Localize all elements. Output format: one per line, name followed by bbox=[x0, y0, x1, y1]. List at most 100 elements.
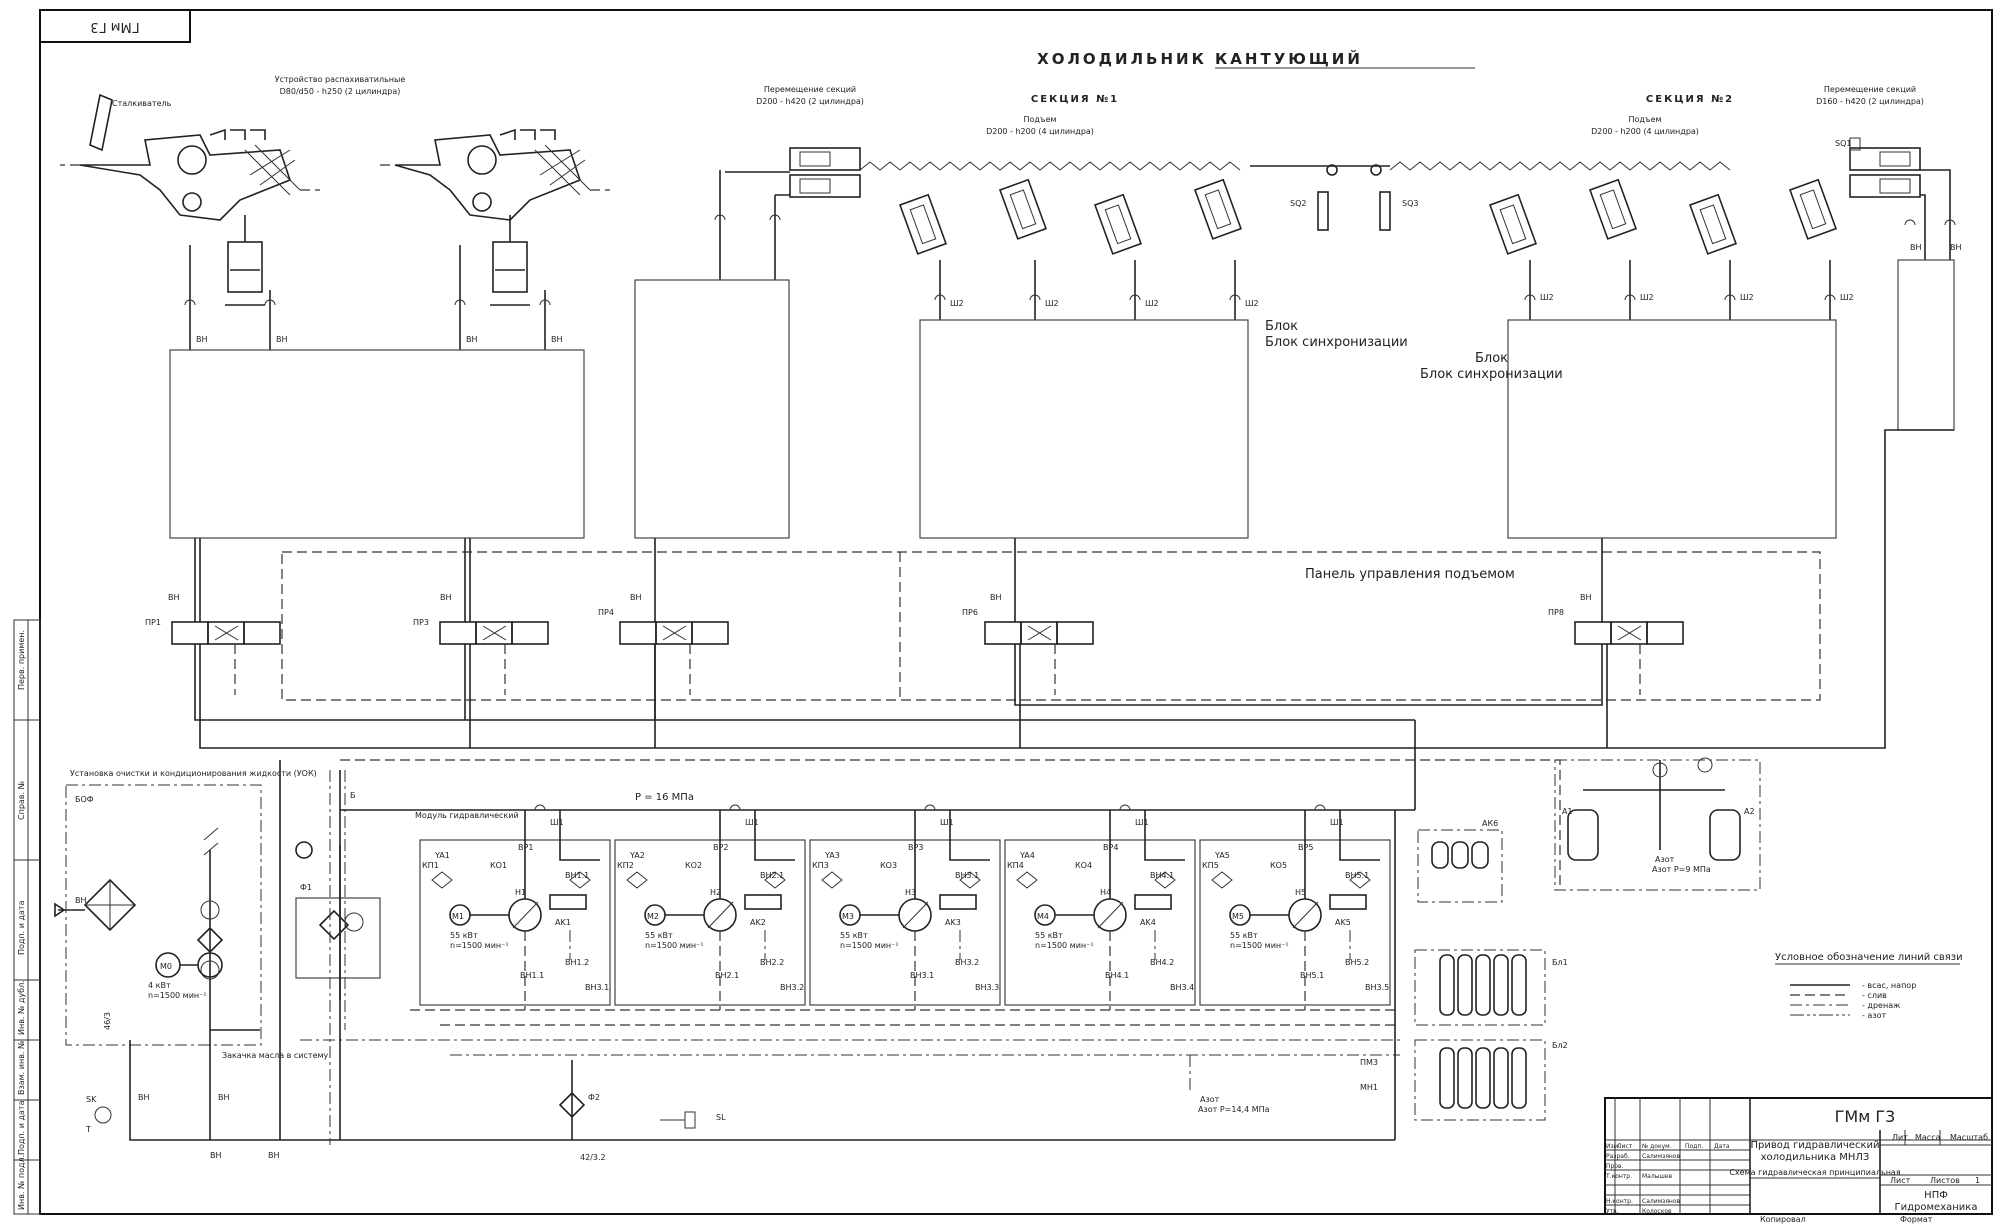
vn-tag: ВН bbox=[1910, 243, 1922, 252]
ratio-1: 46/3 bbox=[103, 1012, 112, 1030]
valve-pr1: ПР1 bbox=[145, 618, 281, 645]
valve-label: ВН3.2 bbox=[780, 983, 804, 992]
spreader-label-2: D80/d50 - h250 (2 цилиндра) bbox=[280, 87, 401, 96]
valve-label: ВН3.4 bbox=[1170, 983, 1194, 992]
strip-6: Подп. и дата bbox=[17, 1100, 26, 1155]
sheet-frame bbox=[39, 9, 1993, 1215]
b-label: 42/3.2 bbox=[580, 1153, 606, 1162]
filter-label: ВР2 bbox=[713, 843, 728, 852]
tb-copied: Копировал bbox=[1760, 1215, 1806, 1224]
lift-cylinders-2 bbox=[1488, 178, 1838, 255]
valve-label: ВН4.1 bbox=[1105, 971, 1129, 980]
motor-rpm: n=1500 мин⁻¹ bbox=[1035, 941, 1094, 950]
vn-tag: ВН bbox=[168, 593, 180, 602]
tb-mass: Масса bbox=[1915, 1133, 1941, 1142]
move-right-label-2: D160 - h420 (2 цилиндра) bbox=[1816, 97, 1924, 106]
valve-label: ВН3.5 bbox=[1365, 983, 1389, 992]
strip-2: Справ. № bbox=[17, 780, 26, 820]
sync-1-line-1: Блок bbox=[1265, 319, 1298, 334]
valve-pr1-label: ПР1 bbox=[145, 618, 161, 627]
sq1-label: SQ1 bbox=[1835, 139, 1851, 148]
tb-name-r3: Малышев bbox=[1642, 1173, 1673, 1180]
strip-3: Подп. и дата bbox=[17, 900, 26, 955]
sh2-tag: Ш2 bbox=[1640, 293, 1654, 302]
relief-valve-label: КП5 bbox=[1202, 861, 1219, 870]
tb-company-2: Гидромеханика bbox=[1895, 1202, 1978, 1213]
move-block bbox=[634, 279, 790, 539]
valve-label: ВН2.2 bbox=[760, 958, 784, 967]
valve-label: ВН1.1 bbox=[565, 871, 589, 880]
section-1-title: СЕКЦИЯ №1 bbox=[1031, 94, 1119, 105]
spreader-mechanism-1 bbox=[60, 93, 320, 306]
solenoid-label: YA1 bbox=[434, 851, 450, 860]
tb-name-r4: Салимзянов bbox=[1642, 1198, 1681, 1205]
valve-pr6: ПР6 bbox=[962, 608, 1094, 645]
sh2-tag: Ш2 bbox=[1540, 293, 1554, 302]
sync-2-text: Блок синхронизации bbox=[1420, 367, 1563, 382]
valve-label: ВН4.2 bbox=[1150, 958, 1174, 967]
vn-tag: ВН bbox=[630, 593, 642, 602]
vn-tag: ВН bbox=[196, 335, 208, 344]
sh-label: Ш1 bbox=[940, 818, 954, 827]
move-left-label-2: D200 - h420 (2 цилиндра) bbox=[756, 97, 864, 106]
valve-pr6-label: ПР6 bbox=[962, 608, 978, 617]
valve-pr4-label: ПР4 bbox=[598, 608, 614, 617]
tb-doctype: Схема гидравлическая принципиальная bbox=[1729, 1168, 1900, 1177]
check-valve-label: КО4 bbox=[1075, 861, 1092, 870]
sync-block-2 bbox=[1507, 319, 1837, 539]
cleaning-motor-rpm: n=1500 мин⁻¹ bbox=[148, 991, 207, 1000]
motor-power: 55 кВт bbox=[645, 931, 673, 940]
move-cylinder-left bbox=[789, 147, 861, 198]
valve-pr3-label: ПР3 bbox=[413, 618, 429, 627]
sh-label: Ш1 bbox=[1135, 818, 1149, 827]
spreader-mechanism-2 bbox=[380, 128, 610, 306]
tb-sheets: Листов bbox=[1930, 1176, 1960, 1185]
filter-label: ВР4 bbox=[1103, 843, 1118, 852]
accumulator-bank-1: Бл1 bbox=[1414, 949, 1568, 1026]
valve-pr3: ПР3 bbox=[413, 618, 549, 645]
nitrogen-1-label: Азот P=14,4 MПа bbox=[1198, 1105, 1270, 1114]
sync-2-line-1: Блок bbox=[1475, 351, 1508, 366]
nitrogen-accumulators: А1 А2 Азот Азот P=9 MПа bbox=[1554, 757, 1761, 891]
sh2-tag: Ш2 bbox=[1145, 299, 1159, 308]
tb-code: ГМм Г3 bbox=[1835, 1107, 1896, 1126]
sk-label: SK bbox=[86, 1095, 97, 1104]
accumulator-label: AK5 bbox=[1335, 918, 1351, 927]
bl1-label: Бл1 bbox=[1552, 958, 1568, 967]
f1-label: Ф1 bbox=[300, 883, 312, 892]
sync-block-1 bbox=[919, 319, 1249, 539]
solenoid-label: YA4 bbox=[1019, 851, 1035, 860]
check-valve-label: КО3 bbox=[880, 861, 897, 870]
filter-label: ВР3 bbox=[908, 843, 923, 852]
solenoid-label: YA5 bbox=[1214, 851, 1230, 860]
sh2-tag: Ш2 bbox=[1045, 299, 1059, 308]
check-valve-label: КО1 bbox=[490, 861, 507, 870]
move-cylinder-right bbox=[1849, 147, 1921, 198]
vn-tag: ВН bbox=[440, 593, 452, 602]
valve-label: ВН2.1 bbox=[760, 871, 784, 880]
vn-tag: ВН bbox=[268, 1151, 280, 1160]
sh2-tag: Ш2 bbox=[1245, 299, 1259, 308]
tb-row-4: Подп. bbox=[1685, 1143, 1703, 1150]
accumulator-label: AK1 bbox=[555, 918, 571, 927]
cleaning-unit-parts: M0 4 кВт n=1500 мин⁻¹ БОФ ВН Закачка мас… bbox=[54, 795, 329, 1070]
tb-role-3: Т.контр. bbox=[1605, 1173, 1632, 1180]
mirror-stamp-box bbox=[39, 9, 191, 43]
motor-rpm: n=1500 мин⁻¹ bbox=[840, 941, 899, 950]
accumulator-label: AK2 bbox=[750, 918, 766, 927]
lift2-label-2: D200 - h200 (4 цилиндра) bbox=[1591, 127, 1699, 136]
tb-role-1: Разраб. bbox=[1606, 1153, 1630, 1160]
beam-section-1 bbox=[859, 161, 1241, 171]
check-valve-label: КО5 bbox=[1270, 861, 1287, 870]
lift1-label-2: D200 - h200 (4 цилиндра) bbox=[986, 127, 1094, 136]
valve-label: ВН5.1 bbox=[1300, 971, 1324, 980]
motor-label: M3 bbox=[842, 912, 854, 921]
motor-rpm: n=1500 мин⁻¹ bbox=[645, 941, 704, 950]
spreader-label-1: Устройство распахиватильные bbox=[275, 75, 406, 84]
f2-label: Ф2 bbox=[588, 1093, 600, 1102]
sync-1-text: Блок синхронизации bbox=[1265, 335, 1408, 350]
tb-name-r1: Салимзянов bbox=[1642, 1153, 1681, 1160]
t-label: T bbox=[85, 1125, 91, 1134]
